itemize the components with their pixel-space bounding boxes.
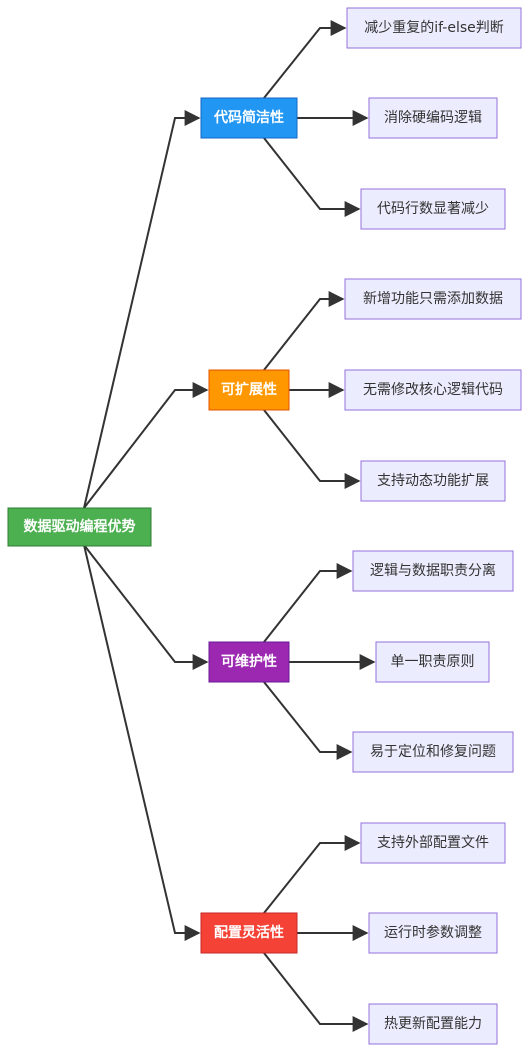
edge-branch-3-leaf-2 [263, 952, 369, 1032]
edge-branch-1-leaf-2 [263, 409, 361, 489]
leaf-label: 热更新配置能力 [384, 1016, 482, 1032]
leaf-label: 运行时参数调整 [384, 924, 482, 941]
leaf-label: 逻辑与数据职责分离 [370, 562, 496, 579]
leaf-node[interactable]: 支持动态功能扩展 [360, 460, 506, 502]
leaf-node[interactable]: 消除硬编码逻辑 [368, 97, 498, 139]
branch-label: 配置灵活性 [214, 924, 284, 941]
branch-label: 可维护性 [221, 653, 277, 670]
leaf-node[interactable]: 无需修改核心逻辑代码 [344, 369, 522, 411]
branch-label: 可扩展性 [221, 381, 277, 398]
leaf-node[interactable]: 逻辑与数据职责分离 [352, 550, 514, 592]
leaf-node[interactable]: 新增功能只需添加数据 [344, 278, 522, 320]
leaf-edges [263, 20, 376, 1032]
branch-node-extensibility[interactable]: 可扩展性 [208, 369, 290, 411]
root-edges [83, 110, 209, 941]
edge-root-branch-2 [83, 544, 209, 670]
leaf-label: 易于定位和修复问题 [370, 743, 496, 760]
branch-node-config-flexibility[interactable]: 配置灵活性 [200, 912, 298, 954]
leaf-label: 代码行数显著减少 [377, 201, 489, 217]
leaf-label: 支持外部配置文件 [377, 835, 489, 851]
edge-branch-0-leaf-0 [263, 20, 347, 99]
branch-node-maintainability[interactable]: 可维护性 [208, 641, 290, 683]
leaf-node[interactable]: 代码行数显著减少 [360, 188, 506, 230]
leaf-node[interactable]: 热更新配置能力 [368, 1003, 498, 1045]
leaf-node[interactable]: 单一职责原则 [375, 641, 490, 683]
leaf-label: 减少重复的if-else判断 [364, 19, 504, 36]
branch-node-code-simplicity[interactable]: 代码简洁性 [200, 97, 298, 139]
leaf-label: 消除硬编码逻辑 [384, 110, 482, 126]
leaf-label: 无需修改核心逻辑代码 [363, 382, 503, 398]
edge-root-branch-1 [83, 382, 209, 509]
root-label: 数据驱动编程优势 [24, 518, 136, 535]
edge-branch-2-leaf-2 [263, 681, 353, 760]
edge-branch-1-leaf-0 [263, 291, 345, 371]
leaf-label: 支持动态功能扩展 [377, 473, 489, 489]
edge-branch-2-leaf-0 [263, 563, 353, 643]
leaf-node[interactable]: 减少重复的if-else判断 [346, 7, 522, 49]
leaf-label: 新增功能只需添加数据 [363, 291, 503, 307]
edge-root-branch-0 [83, 110, 201, 509]
root-node[interactable]: 数据驱动编程优势 [7, 507, 152, 547]
leaf-label: 单一职责原则 [391, 654, 475, 670]
leaf-node[interactable]: 运行时参数调整 [368, 912, 498, 954]
edge-root-branch-3 [83, 544, 201, 941]
leaf-node[interactable]: 易于定位和修复问题 [352, 731, 514, 773]
edge-branch-0-leaf-2 [263, 137, 361, 217]
edge-branch-3-leaf-0 [263, 835, 361, 914]
leaf-node[interactable]: 支持外部配置文件 [360, 822, 506, 864]
branch-label: 代码简洁性 [213, 109, 284, 126]
